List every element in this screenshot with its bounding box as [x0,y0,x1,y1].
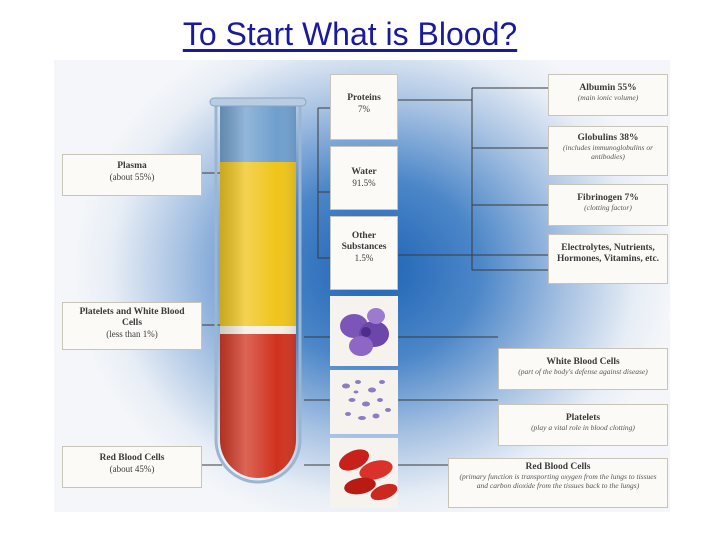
other-substances-title: Other Substances [341,231,387,252]
other-substances-label: Other Substances 1.5% [330,216,398,290]
globulins-label: Globulins 38% (includes immunoglobulins … [548,126,668,176]
water-value: 91.5% [352,177,376,188]
globulins-detail: (includes immunoglobulins or antibodies) [563,142,653,161]
tube-glass [214,104,302,484]
wbc-right-title: White Blood Cells [546,357,620,367]
wbc-right-detail: (part of the body's defense against dise… [518,366,648,376]
proteins-title: Proteins [347,93,381,103]
electrolytes-title: Electrolytes, Nutrients, Hormones, Vitam… [556,243,660,264]
rbc-right-detail: (primary function is transporting oxygen… [459,471,657,490]
white-blood-cells-image [340,308,389,356]
red-blood-cells-image [339,449,398,501]
platelets-wbc-title: Platelets and White Blood Cells [79,307,185,328]
plasma-title: Plasma [117,161,147,171]
proteins-value: 7% [358,103,370,114]
water-title: Water [351,167,377,177]
fibrinogen-label: Fibrinogen 7% (clotting factor) [548,184,668,226]
rbc-left-label: Red Blood Cells (about 45%) [62,446,202,488]
other-substances-value: 1.5% [354,252,374,263]
plasma-detail: (about 55%) [109,171,155,182]
platelets-right-label: Platelets (play a vital role in blood cl… [498,404,668,446]
albumin-detail: (main ionic volume) [577,92,639,102]
rbc-left-detail: (about 45%) [109,463,155,474]
plasma-label: Plasma (about 55%) [62,154,202,196]
test-tube [220,104,296,478]
electrolytes-label: Electrolytes, Nutrients, Hormones, Vitam… [548,234,668,284]
fibrinogen-title: Fibrinogen 7% [577,193,639,203]
proteins-label: Proteins 7% [330,74,398,140]
rbc-right-title: Red Blood Cells [525,462,591,472]
fibrinogen-detail: (clotting factor) [584,202,632,212]
connector-lines [202,87,548,466]
globulins-title: Globulins 38% [577,133,639,143]
wbc-right-label: White Blood Cells (part of the body's de… [498,348,668,390]
slide-title: To Start What is Blood? [182,16,518,52]
tube-rim [209,97,307,107]
albumin-label: Albumin 55% (main ionic volume) [548,74,668,116]
platelets-image [342,380,391,420]
diagram-graphics [202,87,548,508]
rbc-left-title: Red Blood Cells [99,453,165,463]
platelets-wbc-detail: (less than 1%) [106,328,158,339]
albumin-title: Albumin 55% [579,83,637,93]
blood-composition-diagram: Plasma (about 55%) Platelets and White B… [54,60,670,512]
water-label: Water 91.5% [330,146,398,210]
platelets-right-title: Platelets [565,413,601,423]
platelets-wbc-label: Platelets and White Blood Cells (less th… [62,302,202,350]
rbc-right-label: Red Blood Cells (primary function is tra… [448,458,668,508]
platelets-right-detail: (play a vital role in blood clotting) [531,422,635,432]
